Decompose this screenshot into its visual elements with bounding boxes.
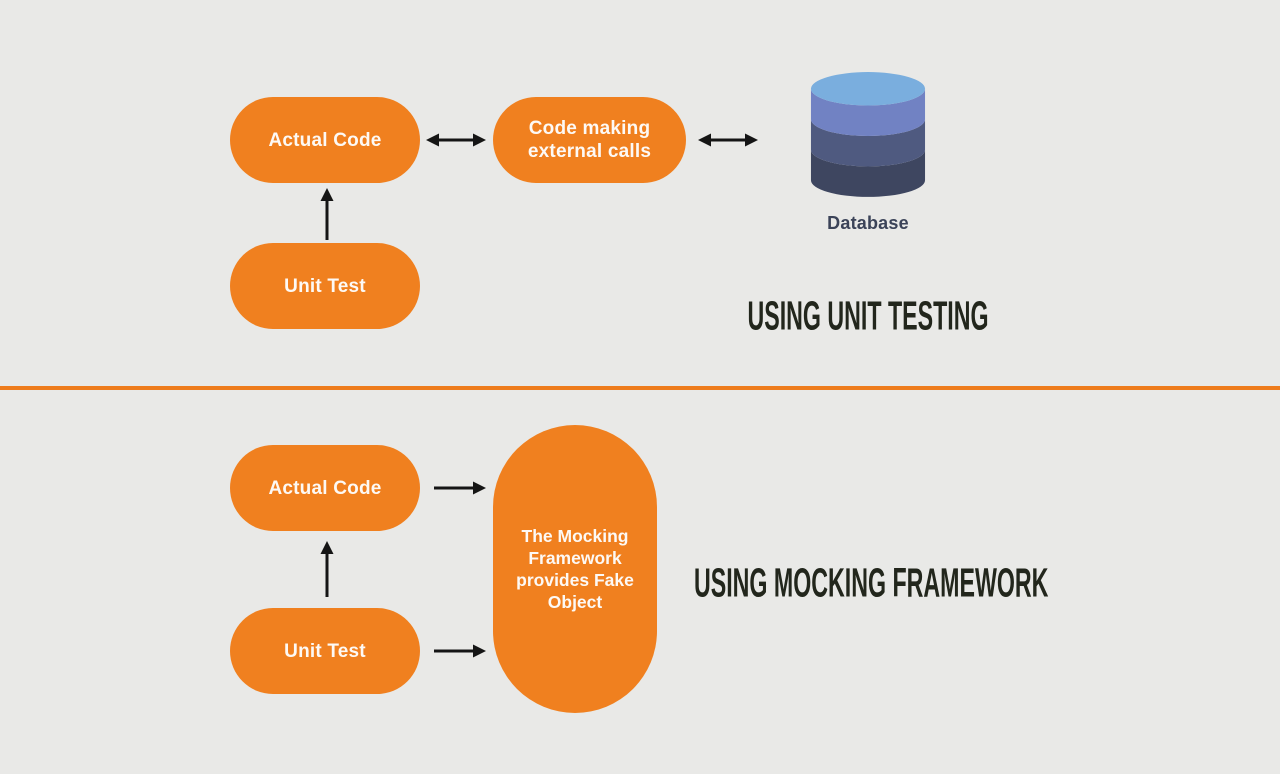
node-unit-test-top-label: Unit Test: [284, 275, 366, 297]
node-mocking-framework: The Mocking Framework provides Fake Obje…: [493, 425, 657, 713]
node-actual-code-top-label: Actual Code: [268, 129, 382, 151]
heading-using-mocking-framework: USING MOCKING FRAMEWORK: [694, 560, 1049, 606]
up-arrow-icon: [320, 188, 334, 240]
node-code-making-external-calls: Code making external calls: [493, 97, 686, 183]
database-node: Database: [809, 70, 927, 234]
right-arrow-icon: [434, 644, 486, 658]
node-unit-test-top: Unit Test: [230, 243, 420, 329]
node-actual-code-bottom-label: Actual Code: [268, 477, 382, 499]
right-arrow-icon: [434, 481, 486, 495]
node-code-making-label: Code making external calls: [527, 118, 652, 162]
node-unit-test-bottom-label: Unit Test: [284, 640, 366, 662]
heading-using-unit-testing: USING UNIT TESTING: [747, 293, 989, 339]
node-actual-code-top: Actual Code: [230, 97, 420, 183]
up-arrow-icon: [320, 541, 334, 597]
section-divider: [0, 386, 1280, 390]
double-arrow-icon: [426, 133, 486, 147]
node-mocking-framework-label: The Mocking Framework provides Fake Obje…: [516, 526, 634, 612]
node-actual-code-bottom: Actual Code: [230, 445, 420, 531]
database-icon: [810, 72, 926, 197]
node-unit-test-bottom: Unit Test: [230, 608, 420, 694]
database-label: Database: [827, 213, 909, 233]
double-arrow-icon: [698, 133, 758, 147]
